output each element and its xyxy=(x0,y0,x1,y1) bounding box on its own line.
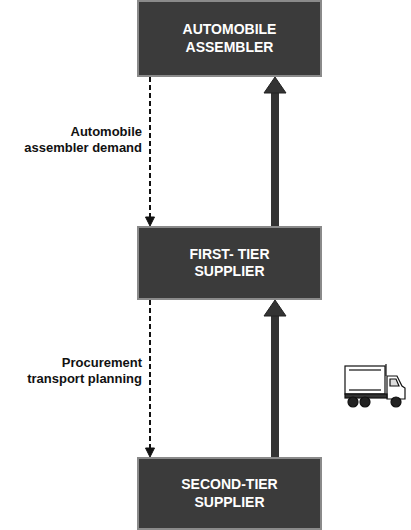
arrow-shaft xyxy=(149,300,151,448)
truck-trailer xyxy=(345,366,385,394)
truck-wheel xyxy=(348,397,358,407)
flow-arrow xyxy=(264,77,286,226)
cab-window xyxy=(390,379,399,386)
exhaust-stack xyxy=(385,364,386,376)
truck-wheel xyxy=(360,397,370,407)
flow-arrow xyxy=(264,300,286,457)
truck-cab xyxy=(387,376,405,399)
arrow-head xyxy=(146,448,155,457)
arrow-shaft xyxy=(271,93,279,226)
truck-illustration xyxy=(344,362,408,412)
trailer-rib xyxy=(349,369,381,370)
box-label: AUTOMOBILE ASSEMBLER xyxy=(166,21,294,56)
truck-wheel xyxy=(391,397,401,407)
arrow-shaft xyxy=(271,316,279,457)
process-box: AUTOMOBILE ASSEMBLER xyxy=(137,0,322,77)
process-box: SECOND-TIER SUPPLIER xyxy=(137,457,322,530)
flow-label: Procurement transport planning xyxy=(2,354,144,387)
dashed-arrow xyxy=(146,77,155,226)
box-label: SECOND-TIER SUPPLIER xyxy=(166,476,294,511)
trailer-rib xyxy=(349,389,381,390)
arrow-head xyxy=(264,77,286,93)
box-label: FIRST- TIER SUPPLIER xyxy=(166,246,294,281)
dashed-arrow xyxy=(146,300,155,457)
flow-label: Automobile assembler demand xyxy=(2,123,144,156)
arrow-shaft xyxy=(149,77,151,217)
arrow-head xyxy=(146,217,155,226)
arrow-head xyxy=(264,300,286,316)
process-box: FIRST- TIER SUPPLIER xyxy=(137,226,322,300)
